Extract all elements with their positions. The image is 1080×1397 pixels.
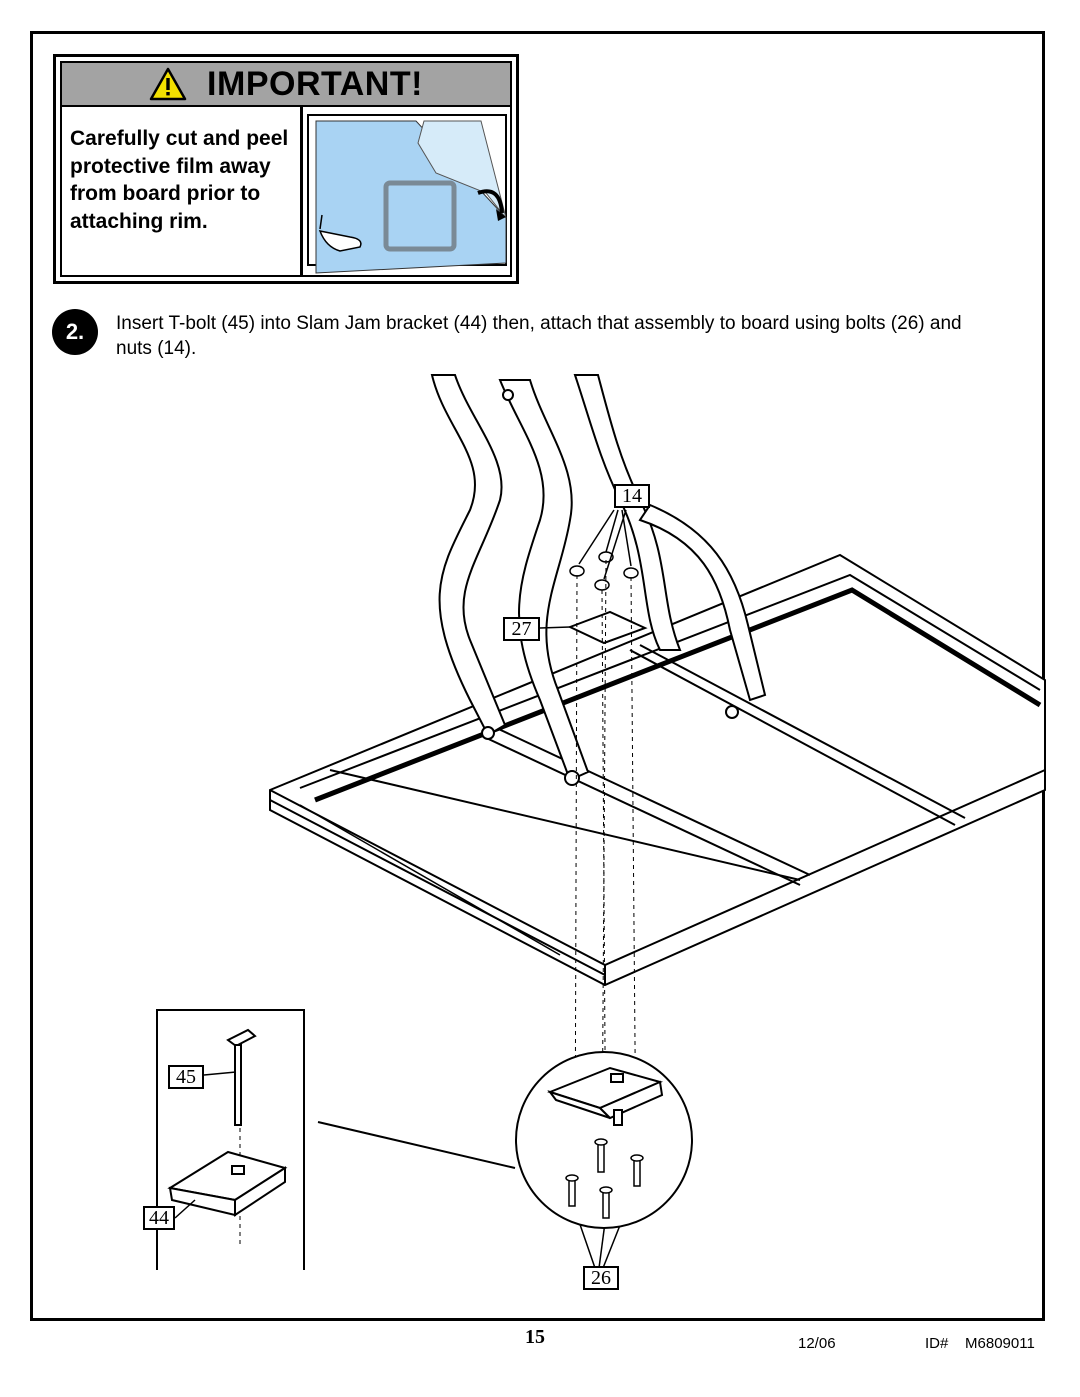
nuts-14 bbox=[569, 551, 639, 591]
callout-26: 26 bbox=[583, 1266, 619, 1290]
step-instruction: Insert T-bolt (45) into Slam Jam bracket… bbox=[116, 313, 962, 359]
callout-27: 27 bbox=[503, 617, 540, 641]
bracket-44 bbox=[167, 1150, 288, 1217]
warning-triangle-icon bbox=[149, 67, 187, 101]
revision-date: 12/06 bbox=[798, 1335, 836, 1352]
important-text: Carefully cut and peel protective film a… bbox=[70, 127, 289, 233]
important-notice-inner: IMPORTANT! Carefully cut and peel protec… bbox=[60, 61, 512, 277]
page-number: 15 bbox=[525, 1326, 545, 1348]
support-arms bbox=[430, 374, 767, 786]
important-header: IMPORTANT! bbox=[62, 63, 510, 107]
callout-14: 14 bbox=[614, 484, 650, 508]
important-divider bbox=[300, 107, 303, 275]
callout-44: 44 bbox=[143, 1206, 175, 1230]
important-title: IMPORTANT! bbox=[207, 64, 423, 103]
detail-leader bbox=[317, 1121, 516, 1169]
step-number-badge: 2. bbox=[52, 309, 98, 355]
page-frame bbox=[30, 31, 1045, 1321]
film-peel-illustration bbox=[307, 114, 507, 274]
bolts-26 bbox=[565, 1138, 644, 1219]
parts-panel bbox=[156, 1009, 305, 1270]
plate-27 bbox=[567, 610, 648, 645]
important-notice-box: IMPORTANT! Carefully cut and peel protec… bbox=[53, 54, 519, 284]
panel-leaders bbox=[174, 1071, 237, 1219]
callout-45: 45 bbox=[168, 1065, 204, 1089]
bracket-detail bbox=[547, 1066, 664, 1126]
tbolt-45 bbox=[226, 1028, 257, 1126]
document-id: ID# M6809011 bbox=[925, 1335, 1035, 1352]
